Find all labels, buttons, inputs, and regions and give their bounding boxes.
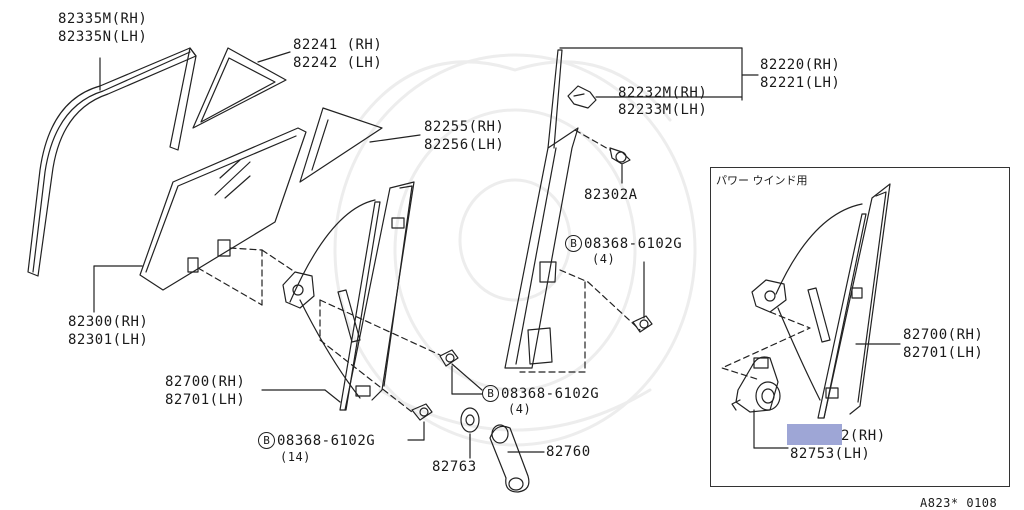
bolt-a <box>632 315 653 333</box>
label-82763: 82763 <box>432 459 477 475</box>
dashed-inset <box>721 311 811 381</box>
bolt-b <box>439 349 483 391</box>
bolt-c-number: 08368-6102G <box>277 433 376 449</box>
label-82335n: 82335N(LH) <box>58 29 148 45</box>
door-glass-82300 <box>139 127 307 291</box>
label-82335m: 82335M(RH) <box>58 11 148 27</box>
label-82232m: 82232M(RH) <box>618 85 708 101</box>
handle-82760 <box>489 424 530 493</box>
bolt-marker-icon: B <box>482 385 499 402</box>
power-window-inset-frame <box>710 167 1010 487</box>
quarter-glass-82255 <box>299 107 383 183</box>
label-bolt-c-qty: (14) <box>280 450 311 464</box>
clip-82232m <box>567 85 597 109</box>
regulator-82700 <box>282 181 415 411</box>
label-82256: 82256(LH) <box>424 137 505 153</box>
dashed-clip <box>574 129 611 151</box>
bolt-marker-icon: B <box>565 235 582 252</box>
label-82220: 82220(RH) <box>760 57 841 73</box>
redaction-highlight <box>787 424 842 445</box>
dashed-sash <box>519 281 641 373</box>
label-82241: 82241 (RH) <box>293 37 383 53</box>
leader-82255 <box>369 134 421 143</box>
weatherstrip-82335 <box>27 47 197 277</box>
label-82242: 82242 (LH) <box>293 55 383 71</box>
label-82700: 82700(RH) <box>165 374 246 390</box>
inset-regulator <box>751 183 891 419</box>
label-82221: 82221(LH) <box>760 75 841 91</box>
screw-82302a <box>609 147 631 165</box>
label-82302a: 82302A <box>584 187 638 203</box>
footer-code: A823* 0108 <box>920 496 998 510</box>
label-inset-82753: 82753(LH) <box>790 446 871 462</box>
label-82760: 82760 <box>546 444 591 460</box>
label-inset-82701: 82701(LH) <box>903 345 984 361</box>
sash-82220 <box>504 49 589 369</box>
watermark-emblem <box>333 53 697 447</box>
dashed-reg-b <box>261 249 441 356</box>
label-bolt-b-qty: (4) <box>508 402 532 416</box>
label-82701: 82701(LH) <box>165 392 246 408</box>
dashed-reg-d <box>319 339 413 413</box>
label-82255: 82255(RH) <box>424 119 505 135</box>
label-inset-82752-suffix: 2(RH) <box>841 428 886 444</box>
label-bolt-a-qty: (4) <box>592 252 616 266</box>
leader-82241 <box>257 51 291 63</box>
label-82300: 82300(RH) <box>68 314 149 330</box>
leader-82700-b <box>324 389 341 403</box>
label-82301: 82301(LH) <box>68 332 149 348</box>
bolt-c <box>411 403 433 421</box>
bolt-b-number: 08368-6102G <box>501 386 600 402</box>
bolt-marker-icon: B <box>258 432 275 449</box>
dashed-glass-mount <box>197 247 263 306</box>
label-82233m: 82233M(LH) <box>618 102 708 118</box>
inset-motor <box>731 356 781 413</box>
corner-glass-82241 <box>192 47 287 129</box>
inset-title: パワー ウインド用 <box>716 174 808 187</box>
bolt-a-number: 08368-6102G <box>584 236 683 252</box>
label-inset-82700: 82700(RH) <box>903 327 984 343</box>
washer-82763 <box>460 407 480 433</box>
